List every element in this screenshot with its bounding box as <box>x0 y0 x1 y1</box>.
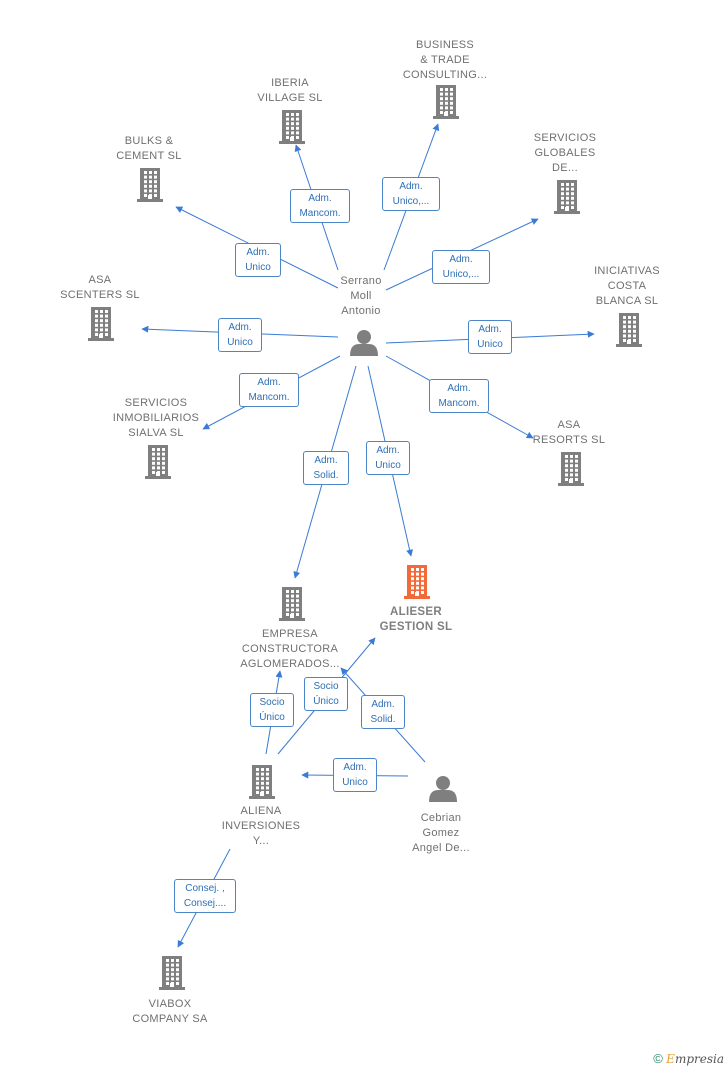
relation-label[interactable]: Adm. Unico <box>218 318 262 352</box>
node-label-aliena[interactable]: ALIENA INVERSIONES Y... <box>221 805 301 847</box>
node-label-servicios-globales[interactable]: SERVICIOS GLOBALES DE... <box>533 132 597 174</box>
relation-label[interactable]: Adm. Solid. <box>361 695 405 729</box>
copyright-icon: © <box>653 1051 663 1066</box>
building-icon[interactable] <box>558 452 584 486</box>
relation-label[interactable]: Adm. Unico <box>468 320 512 354</box>
node-label-iberia[interactable]: IBERIA VILLAGE SL <box>257 77 323 104</box>
node-label-asa-resorts[interactable]: ASA RESORTS SL <box>532 419 606 446</box>
building-icon[interactable] <box>88 307 114 341</box>
node-label-alieser[interactable]: ALIESER GESTION SL <box>379 606 453 633</box>
node-label-viabox[interactable]: VIABOX COMPANY SA <box>132 998 208 1025</box>
relation-label[interactable]: Adm. Unico <box>333 758 377 792</box>
relation-label[interactable]: Adm. Unico,... <box>382 177 440 211</box>
relation-label[interactable]: Adm. Mancom. <box>239 373 299 407</box>
node-label-asa-scenters[interactable]: ASA SCENTERS SL <box>60 274 140 301</box>
building-icon[interactable] <box>145 445 171 479</box>
node-label-serrano[interactable]: Serrano Moll Antonio <box>340 275 382 317</box>
node-label-iniciativas[interactable]: INICIATIVAS COSTA BLANCA SL <box>594 265 660 307</box>
relation-label[interactable]: Adm. Unico <box>235 243 281 277</box>
relation-label[interactable]: Adm. Unico,... <box>432 250 490 284</box>
relation-label[interactable]: Consej. , Consej.... <box>174 879 236 913</box>
person-icon[interactable] <box>350 330 378 356</box>
relation-label[interactable]: Adm. Solid. <box>303 451 349 485</box>
person-icon[interactable] <box>429 776 457 802</box>
building-icon[interactable] <box>554 180 580 214</box>
empresia-logo: Empresia <box>666 1052 724 1066</box>
node-label-bulks[interactable]: BULKS & CEMENT SL <box>116 135 182 162</box>
node-label-business[interactable]: BUSINESS & TRADE CONSULTING... <box>402 39 488 81</box>
node-label-cebrian[interactable]: Cebrian Gomez Angel De... <box>412 812 470 854</box>
relation-label[interactable]: Adm. Mancom. <box>429 379 489 413</box>
building-icon[interactable] <box>159 956 185 990</box>
building-icon[interactable] <box>279 587 305 621</box>
node-label-empresa[interactable]: EMPRESA CONSTRUCTORA AGLOMERADOS... <box>240 628 340 670</box>
relation-label[interactable]: Socio Único <box>250 693 294 727</box>
relation-label[interactable]: Adm. Unico <box>366 441 410 475</box>
building-icon[interactable] <box>433 85 459 119</box>
relation-label[interactable]: Socio Único <box>304 677 348 711</box>
building-icon[interactable] <box>616 313 642 347</box>
node-label-sialva[interactable]: SERVICIOS INMOBILIARIOS SIALVA SL <box>112 397 200 439</box>
building-icon[interactable] <box>279 110 305 144</box>
relation-label[interactable]: Adm. Mancom. <box>290 189 350 223</box>
building-icon[interactable] <box>137 168 163 202</box>
building-icon[interactable] <box>249 765 275 799</box>
focus-building-icon[interactable] <box>404 565 430 599</box>
footer-brand: © Empresia <box>653 1051 724 1066</box>
